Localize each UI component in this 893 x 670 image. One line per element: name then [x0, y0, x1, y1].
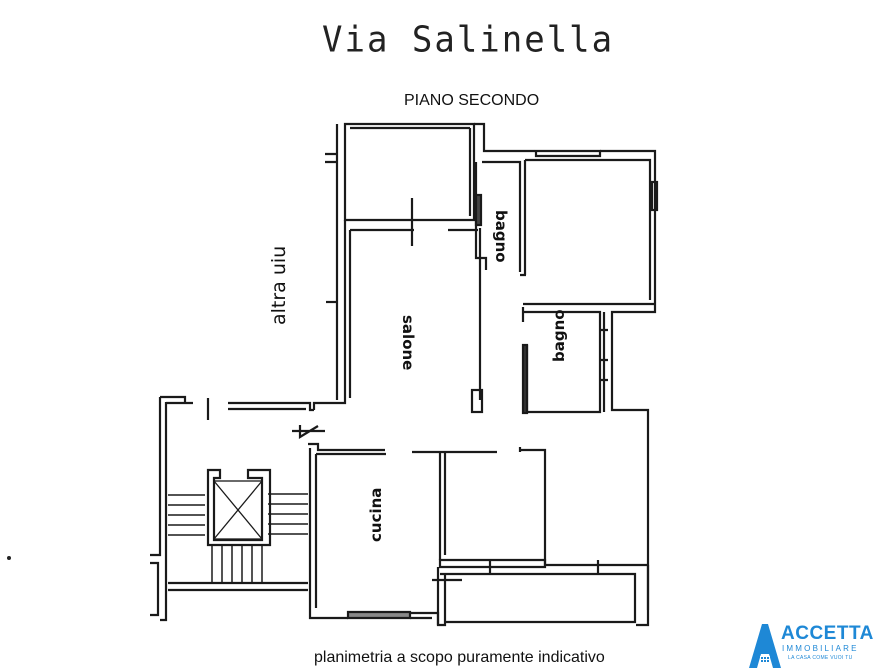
- elevator-shaft: [206, 468, 272, 547]
- wall-cucina: [308, 448, 445, 620]
- room-label-bagno-1: bagno: [492, 210, 510, 263]
- room-label-cucina: cucina: [367, 488, 385, 542]
- agency-logo: ACCETTA IMMOBILIARE LA CASA COME VUOI TU: [748, 620, 893, 670]
- logo-tagline: LA CASA COME VUOI TU: [788, 655, 853, 661]
- room-label-salone: salone: [399, 315, 417, 370]
- wall-bagno-1: [520, 158, 652, 300]
- floor-label: PIANO SECONDO: [404, 92, 540, 109]
- wall-salone: [312, 220, 482, 410]
- logo-subtitle: IMMOBILIARE: [782, 644, 859, 653]
- disclaimer: planimetria a scopo puramente indicativo: [314, 649, 605, 666]
- street-title: Via Salinella: [322, 19, 615, 61]
- room-label-bagno-2: bagno: [550, 309, 568, 362]
- wall-top-room: [343, 122, 476, 222]
- wall-stairwell: [150, 395, 193, 622]
- logo-a-icon: [749, 624, 781, 668]
- room-label-neighbor-unit: altra uiu: [268, 246, 290, 325]
- logo-name: ACCETTA: [781, 623, 874, 644]
